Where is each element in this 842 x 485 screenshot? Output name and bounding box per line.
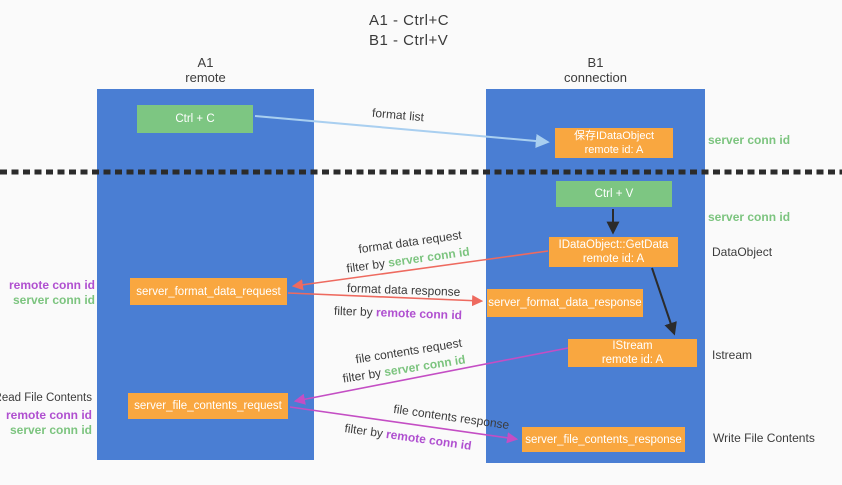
node-server-format-data-response: server_format_data_response: [487, 289, 643, 317]
node-format-response-label: server_format_data_response: [488, 297, 642, 309]
filter-by-prefix: filter by: [345, 255, 390, 276]
node-save-dataobject-line2: remote id: A: [584, 144, 644, 156]
left-label-remote-conn-id-top: remote conn id: [8, 278, 95, 292]
node-idataobject-getdata: IDataObject::GetData remote id: A: [549, 237, 678, 267]
lane-a1-name: A1: [197, 55, 214, 70]
lane-header-b1: B1 connection: [486, 55, 705, 85]
node-getdata-line2: remote id: A: [582, 253, 645, 265]
diagram-title: A1 - Ctrl+C B1 - Ctrl+V: [369, 11, 449, 51]
label-format-data-response: format data response: [346, 281, 461, 299]
node-save-dataobject-line1: 保存IDataObject: [573, 130, 655, 142]
right-label-server-conn-id-mid: server conn id: [708, 210, 791, 224]
right-label-istream: Istream: [712, 348, 753, 362]
node-istream: IStream remote id: A: [568, 339, 697, 367]
node-ctrl-v: Ctrl + V: [556, 181, 672, 207]
left-label-remote-conn-id-bottom: remote conn id: [5, 408, 92, 422]
title-line-b1: B1 - Ctrl+V: [369, 32, 449, 49]
lane-b1-role: connection: [564, 70, 627, 85]
left-conn-id-stack-top: remote conn id server conn id: [9, 278, 95, 308]
right-label-dataobject: DataObject: [712, 245, 773, 259]
node-file-response-label: server_file_contents_response: [525, 433, 682, 446]
title-line-a1: A1 - Ctrl+C: [369, 12, 450, 29]
filter-by-prefix: filter by: [343, 421, 388, 441]
lane-header-a1: A1 remote: [97, 55, 314, 85]
node-file-request-label: server_file_contents_request: [134, 400, 282, 412]
filter-by-prefix: filter by: [333, 303, 377, 320]
node-server-file-contents-request: server_file_contents_request: [128, 393, 288, 419]
node-server-file-contents-response: server_file_contents_response: [522, 427, 685, 452]
node-ctrl-c-label: Ctrl + C: [175, 113, 215, 125]
node-getdata-line1: IDataObject::GetData: [558, 239, 669, 251]
node-ctrl-v-label: Ctrl + V: [594, 188, 634, 200]
node-save-dataobject: 保存IDataObject remote id: A: [555, 128, 673, 158]
node-istream-line2: remote id: A: [601, 354, 664, 366]
label-format-list: format list: [371, 105, 425, 125]
node-format-request-label: server_format_data_request: [136, 285, 281, 298]
label-filter-file-contents-response: filter by remote conn id: [344, 421, 473, 453]
lane-b1-name: B1: [587, 55, 604, 70]
label-filter-format-data-response: filter by remote conn id: [334, 304, 462, 322]
filter-by-prefix: filter by: [341, 365, 386, 386]
left-label-server-conn-id-bottom: server conn id: [9, 423, 92, 437]
right-label-server-conn-id-top: server conn id: [708, 133, 791, 147]
lane-a1-role: remote: [185, 70, 226, 85]
filter-key-remote-conn-id: remote conn id: [385, 427, 473, 453]
filter-key-remote-conn-id: remote conn id: [375, 305, 463, 323]
right-label-write-file-contents: Write File Contents: [713, 431, 815, 445]
node-ctrl-c: Ctrl + C: [137, 105, 253, 133]
left-label-read-file-contents: Read File Contents: [0, 392, 92, 404]
node-istream-line1: IStream: [612, 340, 653, 352]
node-server-format-data-request: server_format_data_request: [130, 278, 287, 305]
left-label-server-conn-id-top: server conn id: [12, 293, 95, 307]
left-conn-id-stack-bottom: remote conn id server conn id: [6, 408, 92, 438]
